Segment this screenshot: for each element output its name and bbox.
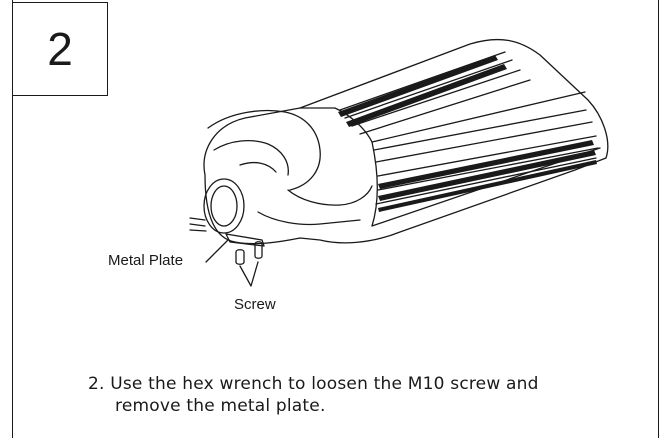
metal-plate xyxy=(225,233,265,247)
step-number-box: 2 xyxy=(12,2,108,96)
instruction-panel-frame xyxy=(12,0,659,438)
power-cable xyxy=(189,217,207,232)
metal-plate-leader xyxy=(205,239,229,263)
mounting-tube-inner xyxy=(210,185,238,227)
fixture-ribs-2 xyxy=(373,109,599,205)
screw-right xyxy=(254,241,263,259)
step-instructions: 2. Use the hex wrench to loosen the M10 … xyxy=(88,373,648,417)
screw-left xyxy=(235,249,245,265)
fixture-outline xyxy=(203,38,609,245)
fixture-fins-side xyxy=(378,140,597,212)
instruction-line-2: remove the metal plate. xyxy=(115,396,326,416)
instruction-line-1: 2. Use the hex wrench to loosen the M10 … xyxy=(88,374,539,394)
screw-label: Screw xyxy=(234,296,276,313)
fixture-head-inner xyxy=(239,161,277,173)
step-number: 2 xyxy=(47,23,73,75)
fixture-neck xyxy=(287,185,373,206)
fixture-lower-body xyxy=(257,211,361,226)
fixture-side xyxy=(371,141,601,227)
fixture-head-top xyxy=(207,109,321,191)
fixture-head-brow xyxy=(213,139,289,176)
screw-leaders xyxy=(239,261,259,287)
fixture-ribs-1 xyxy=(339,51,531,135)
fixture-fins-top xyxy=(338,55,507,127)
mounting-tube xyxy=(203,178,245,234)
metal-plate-label: Metal Plate xyxy=(108,252,184,269)
fixture-ridge xyxy=(299,91,586,143)
